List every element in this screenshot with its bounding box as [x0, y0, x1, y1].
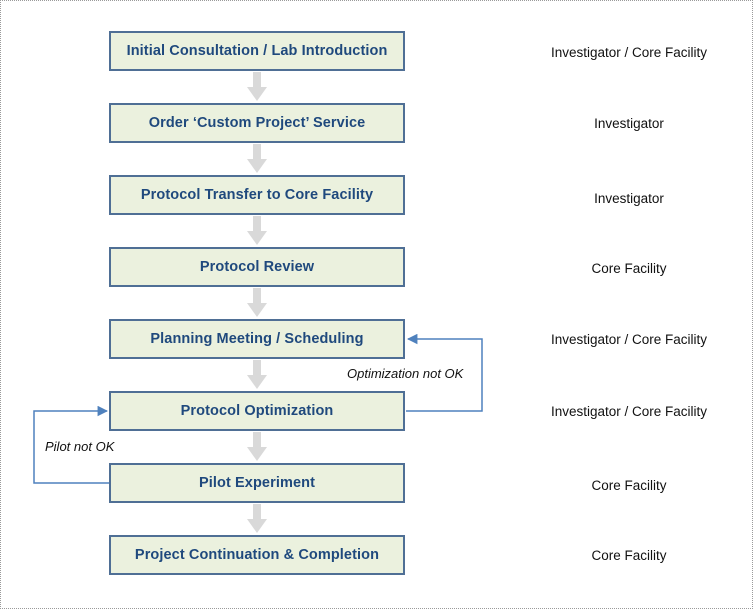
role-order-service: Investigator	[594, 116, 664, 131]
flow-arrow-4	[247, 288, 267, 317]
step-protocol-review: Protocol Review	[109, 247, 405, 287]
step-order-service: Order ‘Custom Project’ Service	[109, 103, 405, 143]
role-project-completion: Core Facility	[591, 548, 667, 563]
role-protocol-transfer: Investigator	[594, 191, 664, 206]
pilot-loop-label: Pilot not OK	[45, 439, 115, 454]
step-protocol-transfer: Protocol Transfer to Core Facility	[109, 175, 405, 215]
role-pilot-experiment: Core Facility	[591, 478, 667, 493]
flow-arrow-5	[247, 360, 267, 389]
role-protocol-optimization: Investigator / Core Facility	[550, 404, 708, 419]
step-project-completion: Project Continuation & Completion	[109, 535, 405, 575]
flow-arrow-6	[247, 432, 267, 461]
role-initial-consultation: Investigator / Core Facility	[550, 45, 708, 60]
optimization-loop-label: Optimization not OK	[347, 366, 464, 381]
step-initial-consultation: Initial Consultation / Lab Introduction	[109, 31, 405, 71]
step-pilot-experiment: Pilot Experiment	[109, 463, 405, 503]
flow-arrow-2	[247, 144, 267, 173]
step-planning-meeting: Planning Meeting / Scheduling	[109, 319, 405, 359]
role-planning-meeting: Investigator / Core Facility	[550, 332, 708, 347]
role-protocol-review: Core Facility	[591, 261, 667, 276]
flow-arrow-7	[247, 504, 267, 533]
step-protocol-optimization: Protocol Optimization	[109, 391, 405, 431]
flow-arrow-3	[247, 216, 267, 245]
flow-arrows	[247, 72, 267, 533]
flow-arrow-1	[247, 72, 267, 101]
optimization-loop-arrow	[406, 333, 483, 412]
pilot-loop-arrow	[33, 405, 109, 484]
